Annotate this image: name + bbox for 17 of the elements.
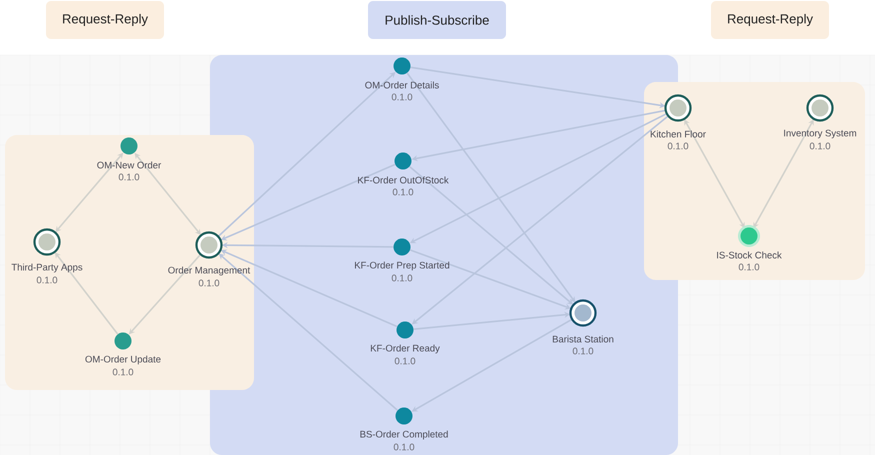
node-label: OM-Order Update 0.1.0 [85,356,161,376]
node-label: KF-Order Prep Started 0.1.0 [355,262,450,282]
node-label: Third-Party Apps 0.1.0 [12,264,82,284]
group-heading: Publish-Subscribe [368,1,506,39]
group-heading: Request-Reply [711,1,829,39]
node-label: OM-New Order 0.1.0 [97,162,162,180]
node-label: IS-Stock Check 0.1.0 [717,252,782,270]
node-label: BS-Order Completed 0.1.0 [360,430,448,450]
node-label: Inventory System 0.1.0 [784,130,856,150]
node-label: OM-Order Details 0.1.0 [365,82,439,100]
node-label: Barista Station 0.1.0 [552,336,614,354]
node-label: Order Management 0.1.0 [168,266,250,286]
arrow [54,252,118,335]
node-label: KF-Order OutOfStock 0.1.0 [358,176,449,196]
node-label: Kitchen Floor 0.1.0 [650,130,706,150]
node-label: KF-Order Ready 0.1.0 [370,344,440,364]
group-heading: Request-Reply [46,1,164,39]
